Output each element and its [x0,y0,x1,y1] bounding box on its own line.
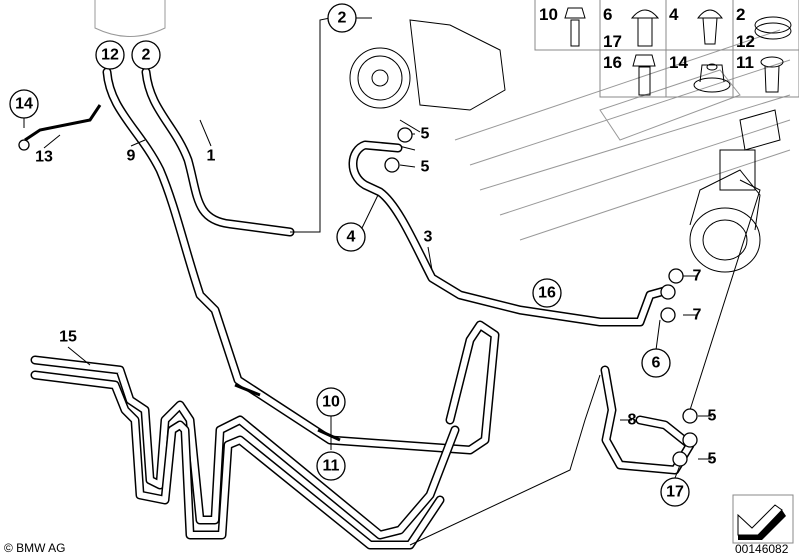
svg-text:10: 10 [322,394,340,411]
callout-6[interactable]: 6 [641,348,671,378]
banjo-bolt-icon [630,9,660,47]
nut-icon [693,77,731,93]
callout-8[interactable]: 8 [628,412,637,429]
callout-15[interactable]: 15 [59,329,77,346]
callout-2-pump[interactable]: 2 [327,3,357,33]
legend-cell-4: 4 [669,5,724,45]
callout-9[interactable]: 9 [127,148,136,165]
cooler-15 [30,355,460,550]
hose-1 [141,67,295,237]
svg-text:11: 11 [323,458,340,475]
svg-text:14: 14 [669,53,688,72]
bracket-13 [24,104,102,142]
svg-text:10: 10 [539,5,558,24]
callout-7[interactable]: 7 [693,268,702,285]
hose-3 [348,140,673,327]
svg-text:4: 4 [669,5,679,24]
return-line [409,374,601,546]
legend-cell-14: 14 [669,53,731,93]
bolt-icon [632,54,656,96]
svg-text:16: 16 [538,285,556,302]
svg-text:6: 6 [652,355,661,372]
svg-text:2: 2 [338,10,347,27]
legend-cell-6-17: 6 17 [603,5,660,51]
orientation-arrow-icon [732,494,794,544]
legend-cell-11: 11 [736,53,784,93]
power-steering-pump [349,19,506,151]
diagram-number: 00146082 [735,542,789,556]
hose-8 [600,365,695,475]
hose-9 [102,67,500,455]
callout-5[interactable]: 5 [708,408,717,425]
svg-text:11: 11 [736,53,754,72]
svg-text:16: 16 [603,53,622,72]
callout-4[interactable]: 4 [336,222,366,252]
banjo-bolt-icon [696,9,724,45]
svg-text:2: 2 [736,5,745,24]
legend-cell-10: 10 [539,5,586,47]
callout-5[interactable]: 5 [421,159,430,176]
leader-lines [23,17,761,479]
callout-16[interactable]: 16 [532,278,562,308]
clamp [234,383,341,442]
svg-text:14: 14 [15,96,33,113]
hose-clamp-icon [754,16,792,34]
copyright: © BMW AG [4,541,66,555]
callout-10[interactable]: 10 [316,387,346,417]
steering-rack [454,29,791,273]
svg-text:17: 17 [603,32,622,51]
washers [18,127,698,467]
callout-11[interactable]: 11 [316,451,346,481]
callout-1[interactable]: 1 [207,148,216,165]
callout-3[interactable]: 3 [424,229,433,246]
callout-13[interactable]: 13 [35,149,53,166]
svg-text:2: 2 [142,47,151,64]
callout-14[interactable]: 14 [9,89,39,119]
callout-5[interactable]: 5 [708,451,717,468]
svg-text:4: 4 [347,229,356,246]
svg-text:12: 12 [736,32,755,51]
svg-text:12: 12 [101,47,119,64]
reservoir [94,0,166,37]
callout-7[interactable]: 7 [693,307,702,324]
svg-text:17: 17 [666,484,684,501]
callout-17[interactable]: 17 [660,477,690,507]
bolt-icon [564,7,586,47]
legend-cell-16: 16 [603,53,656,96]
rivet-nut-icon [760,56,784,68]
callout-5[interactable]: 5 [421,126,430,143]
callout-12[interactable]: 12 [95,40,125,70]
callout-2-reservoir[interactable]: 2 [131,40,161,70]
legend-cell-2-12: 2 12 [736,5,792,51]
fastener-legend: 10 6 17 4 2 12 16 14 11 [534,0,799,98]
svg-text:6: 6 [603,5,612,24]
